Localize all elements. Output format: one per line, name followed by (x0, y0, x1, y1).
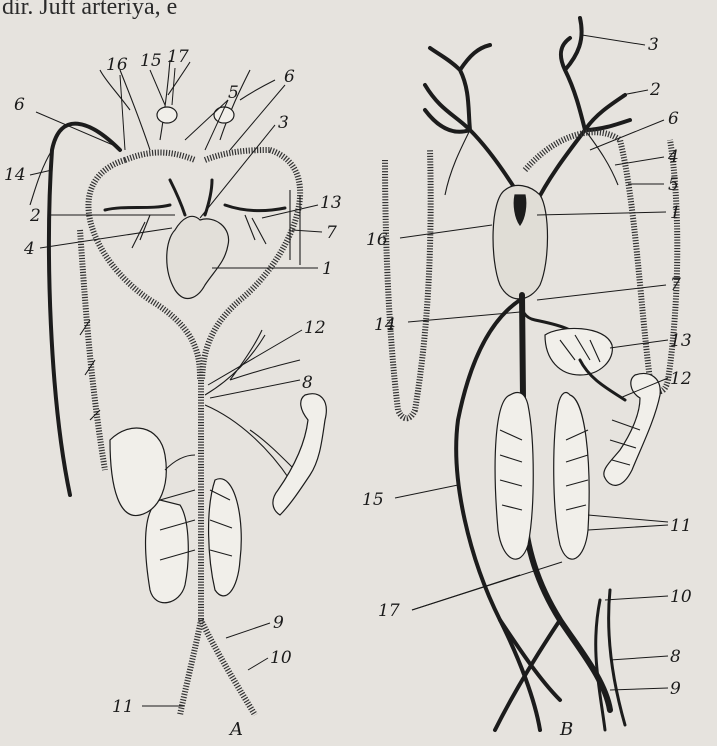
label-b-3: 3 (648, 35, 659, 55)
iliac-right (201, 620, 255, 715)
left-kidney-a (146, 500, 189, 603)
label-a-14: 14 (4, 165, 26, 185)
leader-b-11b (588, 525, 668, 530)
label-a-6b: 6 (284, 67, 295, 87)
caption-b: B (559, 719, 573, 740)
caption-a: A (228, 719, 243, 740)
label-a-17: 17 (167, 47, 189, 67)
crossing-vessels-b (495, 620, 560, 730)
label-b-5: 5 (668, 175, 679, 195)
organ-13-b (545, 328, 612, 375)
label-a-8: 8 (302, 373, 313, 393)
leader-a-17 (172, 68, 175, 105)
label-b-8: 8 (670, 647, 681, 667)
head-vessels-b-left (425, 45, 525, 205)
leader-a-15 (150, 70, 165, 105)
label-b-16: 16 (366, 230, 388, 250)
label-a-6a: 6 (14, 95, 25, 115)
leader-b-3 (582, 35, 645, 45)
subclavian-vessels-a (105, 205, 285, 211)
leader-b-2 (622, 90, 648, 95)
label-a-2: 2 (29, 206, 41, 226)
gonad-a (110, 428, 166, 516)
label-b-13: 13 (670, 331, 692, 351)
leader-a-5b (205, 100, 228, 150)
leader-b-8 (610, 656, 668, 660)
right-kidney-a (209, 479, 242, 596)
label-a-1: 1 (322, 259, 333, 279)
heart-a (167, 216, 229, 298)
leader-a-9 (226, 623, 270, 638)
leader-b-9 (610, 688, 668, 690)
leader-b-6 (590, 120, 664, 150)
label-a-9: 9 (273, 613, 284, 633)
left-limb-vessel (80, 230, 105, 470)
label-b-17: 17 (378, 601, 400, 621)
label-b-1: 1 (670, 203, 681, 223)
left-loop-vessel-b (385, 150, 431, 418)
head-vessel-branches-b (445, 130, 618, 195)
leader-a-10 (248, 658, 268, 670)
label-a-16: 16 (106, 55, 128, 75)
heart-vessels-a (170, 180, 212, 215)
label-a-10: 10 (270, 648, 292, 668)
iliac-left (180, 620, 201, 715)
leader-a-16 (120, 75, 125, 150)
arch-top-right (205, 150, 270, 160)
label-b-10: 10 (670, 587, 692, 607)
intestine-a (273, 394, 326, 515)
leader-a-6a (36, 112, 120, 148)
label-a-3: 3 (278, 113, 289, 133)
label-b-7: 7 (670, 275, 681, 295)
label-b-2: 2 (649, 80, 661, 100)
label-b-15: 15 (362, 490, 384, 510)
left-kidney-b (495, 392, 533, 559)
leader-b-15 (395, 485, 458, 498)
leader-a-4 (40, 228, 172, 248)
leader-b-1 (537, 212, 666, 215)
gland-left (157, 107, 177, 123)
arch-top-left (125, 153, 195, 161)
label-a-11: 11 (112, 697, 134, 717)
leader-a-7 (292, 230, 322, 232)
label-a-7: 7 (326, 223, 337, 243)
leader-b-7 (537, 285, 666, 300)
leader-b-13 (610, 340, 668, 348)
label-b-9: 9 (670, 679, 681, 699)
label-b-14: 14 (374, 315, 396, 335)
label-a-12: 12 (304, 318, 326, 338)
leader-b-11a (588, 515, 668, 522)
label-a-4: 4 (23, 239, 35, 259)
label-b-12: 12 (670, 369, 692, 389)
leader-b-10 (605, 596, 668, 600)
leader-a-3 (200, 125, 275, 218)
head-vessels-b-right (535, 18, 630, 205)
vessel-8-branches (205, 405, 295, 480)
label-a-13: 13 (320, 193, 342, 213)
leader-b-16 (400, 225, 492, 238)
label-a-15: 15 (140, 51, 162, 71)
right-kidney-b (554, 392, 589, 559)
label-b-6: 6 (668, 109, 679, 129)
panel-b-diagram (385, 18, 677, 730)
label-b-11: 11 (670, 516, 692, 536)
leader-a-12 (208, 330, 302, 385)
label-a-5: 5 (228, 83, 239, 103)
label-b-4: 4 (667, 147, 679, 167)
